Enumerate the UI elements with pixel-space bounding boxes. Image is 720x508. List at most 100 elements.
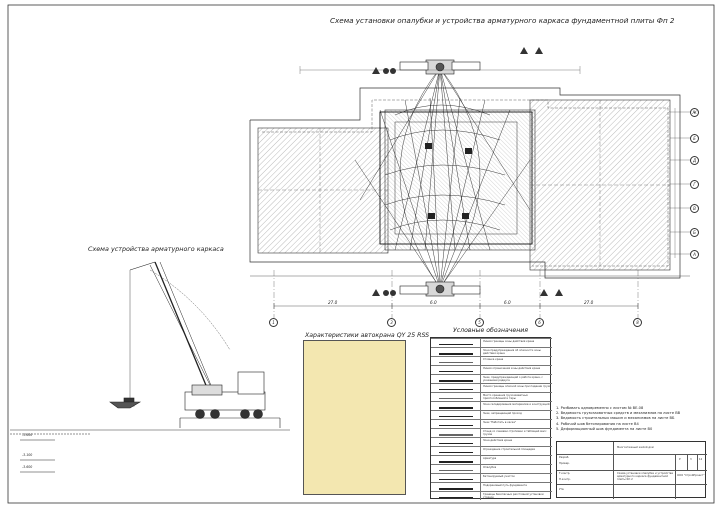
legend-text: Подкрановый путь фундамента [483, 483, 527, 487]
dim-1: 27.0 [328, 300, 338, 305]
legend-symbol-mark [439, 487, 473, 490]
legend-symbol [431, 402, 481, 410]
stamp-role-2: Провер. [559, 462, 570, 465]
legend-row: Зона предупреждения об опасности зоны де… [431, 347, 552, 356]
legend-symbol-mark [439, 397, 473, 399]
stamp-doc: Многоэтажный жилой дом [617, 446, 654, 449]
legend-row: Ограждение строительной площадки [431, 446, 552, 455]
center-block [384, 109, 536, 251]
legend-row: Зона действия крана [431, 437, 552, 446]
legend-symbol-mark [439, 361, 473, 363]
legend-symbol [431, 438, 481, 446]
axis-col-5: 5 [475, 318, 484, 327]
legend-text: Линия ограничения зоны действия крана [483, 366, 541, 370]
legend-text: Знак "Работать в каске" [483, 420, 517, 424]
legend-symbol-mark [439, 343, 473, 345]
legend-symbol-mark [439, 379, 473, 382]
dim-3: 6.0 [504, 300, 511, 305]
legend-text: Знак, запрещающий проход [483, 411, 522, 415]
legend-text: Зона предупреждения об опасности зоны де… [483, 348, 541, 355]
work-zone [379, 111, 533, 245]
legend-row: Место хранения грузозахватных приспособл… [431, 392, 552, 401]
inner-contour [262, 99, 669, 267]
legend-row: Линия границы опасной зоны при падении г… [431, 383, 552, 392]
general-notes: 1. Разбивать одновременно с листом № ВЕ-… [556, 406, 706, 432]
legend-row: Подкрановый путь фундамента [431, 482, 552, 491]
axis-row-a: А [690, 250, 699, 259]
legend-symbol-mark [439, 496, 473, 498]
legend-text: Арматура [483, 456, 497, 460]
legend-symbol [431, 420, 481, 428]
legend-text: Линия границы опасной зоны при падении г… [483, 384, 551, 388]
legend-symbol [431, 393, 481, 401]
legend-row: Линия границы зоны действия крана [431, 338, 552, 347]
legend-text: Ограждение строительной площадки [483, 447, 536, 451]
legend-text: Стенд со схемами строповки и таблицей ма… [483, 429, 547, 436]
legend-title: Условные обозначения [453, 327, 529, 334]
stamp-role-3: Т.контр. [559, 472, 571, 475]
stamp-role-1: Разраб. [559, 456, 570, 459]
stamp-sheet: 3 [690, 458, 692, 461]
elevation-1: -3.600 [22, 433, 33, 437]
legend-text: Место хранения грузозахватных приспособл… [483, 393, 528, 400]
sheet-frame [7, 4, 715, 504]
legend-text: Границы безопасных расстояний установки … [483, 492, 544, 499]
stamp-stage: Р [679, 458, 681, 461]
legend-symbol-mark [439, 442, 473, 444]
warning-signs [372, 47, 563, 296]
legend-symbol [431, 474, 481, 482]
note-5: 5. Деформационный шов фундамента на лист… [556, 426, 653, 431]
legend-symbol-mark [439, 406, 473, 409]
crane-chart-title: Характеристики автокрана QY 25 RSS [305, 332, 430, 339]
note-3: 3. Ведомость строительных машин и механи… [556, 416, 675, 421]
legend-row: Арматура [431, 455, 552, 464]
legend-symbol-mark [439, 433, 473, 436]
legend-symbol [431, 465, 481, 473]
legend-symbol-mark [439, 469, 473, 471]
crane-bottom [399, 281, 481, 297]
crane-zone-lines [354, 67, 531, 289]
legend-symbol [431, 384, 481, 392]
axis-col-3: 3 [387, 318, 396, 327]
axis-col-8: 8 [633, 318, 642, 327]
axis-row-b: Б [690, 228, 699, 237]
stamp-role-4: Н.контр. [559, 478, 571, 481]
legend-symbol [431, 357, 481, 365]
stamp-role-5: Утв. [559, 488, 565, 491]
legend-symbol [431, 411, 481, 419]
legend-row: Знак "Работать в каске" [431, 419, 552, 428]
legend-symbol [431, 492, 481, 500]
legend-symbol [431, 483, 481, 491]
legend-row: Стенд со схемами строповки и таблицей ма… [431, 428, 552, 437]
legend-symbol-mark [439, 352, 473, 355]
legend-symbol [431, 447, 481, 455]
axis-col-1: 1 [269, 318, 278, 327]
main-title: Схема установки опалубки и устройства ар… [330, 16, 675, 25]
legend-symbol-mark [439, 370, 473, 372]
slab-lines [258, 100, 670, 270]
legend-symbol-mark [439, 460, 473, 463]
dimension-line [250, 275, 690, 309]
title-block: Многоэтажный жилой дом Разраб. Провер. Т… [556, 441, 707, 499]
legend-text: Зона действия крана [483, 438, 513, 442]
legend-symbol-mark [439, 415, 473, 417]
work-zone-inner [394, 121, 518, 235]
legend-symbol [431, 456, 481, 464]
axis-col-6: 6 [535, 318, 544, 327]
legend-row: Зона складирования материалов и конструк… [431, 401, 552, 410]
crane-top [399, 59, 481, 75]
load-blocks [425, 143, 472, 219]
dim-2: 6.0 [430, 300, 437, 305]
legend-symbol-mark [439, 451, 473, 453]
note-4: 4. Рабочий шов бетонирования на листе В4 [556, 421, 639, 426]
dim-4: 27.0 [584, 300, 594, 305]
foundation-plan [249, 87, 681, 279]
legend-row: Бетонируемый участок [431, 473, 552, 482]
top-dimension [299, 66, 581, 74]
legend-row: Стоянка крана [431, 356, 552, 365]
outer-contour [249, 87, 681, 279]
legend-symbol-mark [439, 478, 473, 480]
legend-text: Линия границы зоны действия крана [483, 339, 535, 343]
legend-row: Знак, предупреждающий о работе крана, с … [431, 374, 552, 383]
legend-text: Зона складирования материалов и конструк… [483, 402, 550, 406]
